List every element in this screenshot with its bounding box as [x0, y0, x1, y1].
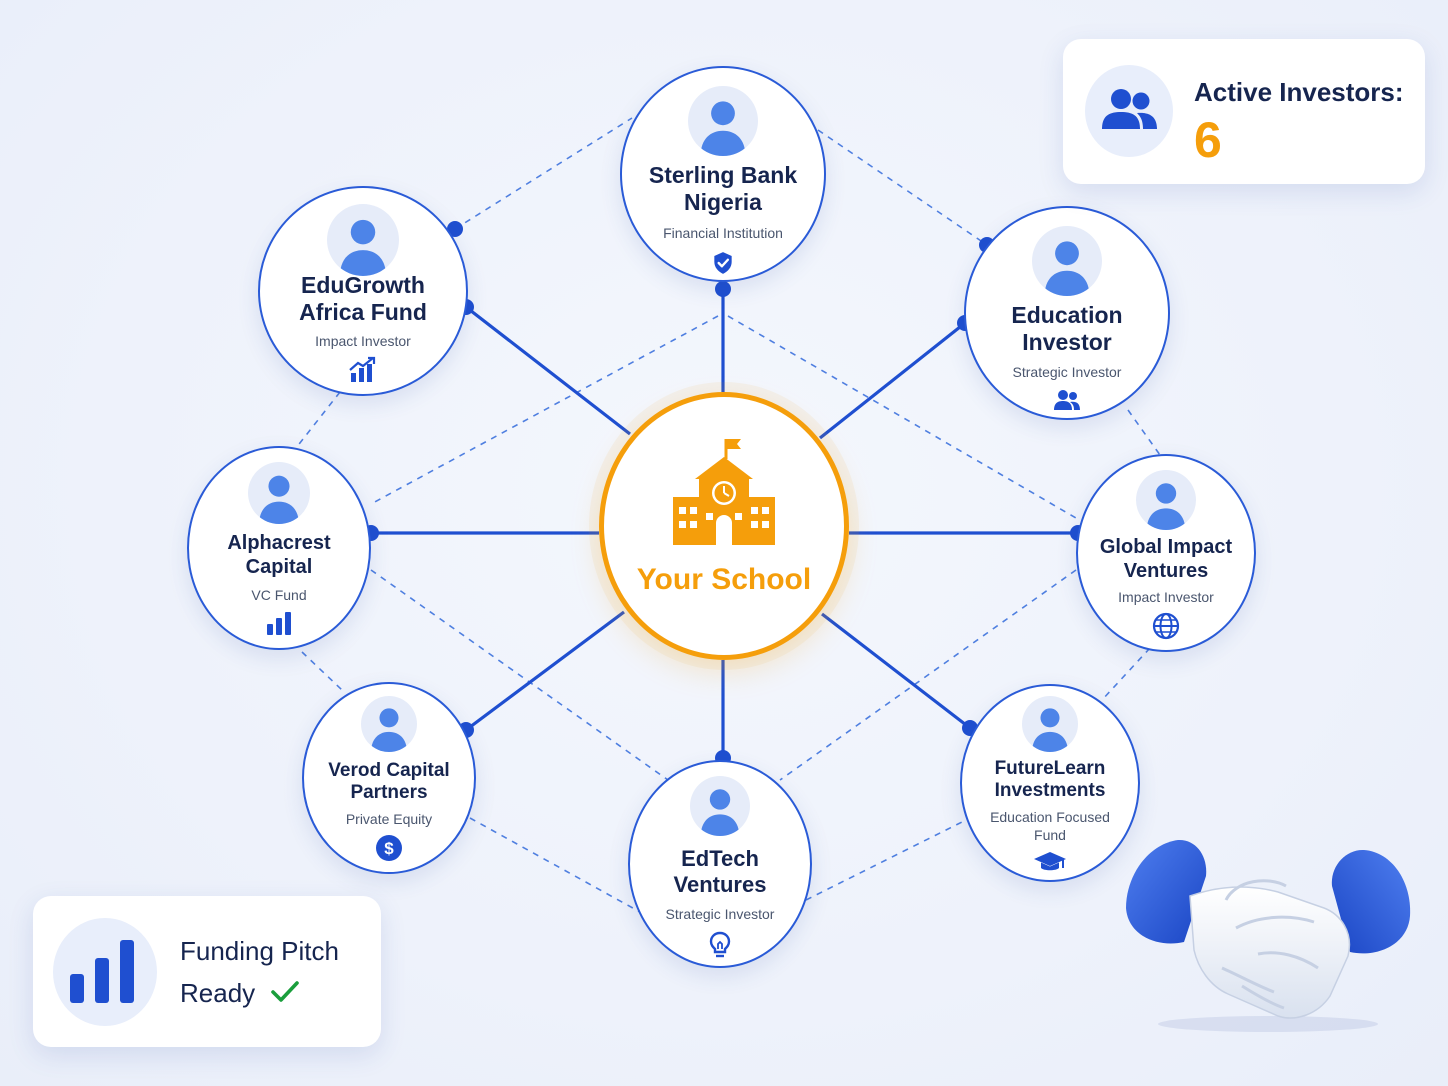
investor-name: FutureLearn [994, 758, 1106, 779]
dashed-connection-line [1127, 409, 1161, 456]
user-avatar-icon [327, 204, 399, 276]
dashed-connection-line [779, 569, 1077, 781]
lightbulb-icon [707, 930, 733, 960]
investor-name: Investments [994, 780, 1106, 802]
investor-name: Alphacrest [227, 532, 331, 554]
pitch-status-line2: Ready [180, 978, 256, 1008]
investor-node-edugrowth-africa-fund[interactable]: EduGrowth Africa Fund Impact Investor [258, 186, 468, 396]
dashed-connection-line [370, 315, 719, 505]
investor-name: Global Impact [1099, 536, 1233, 558]
investor-node-alphacrest-capital[interactable]: Alphacrest Capital VC Fund [187, 446, 371, 650]
active-investors-count: 6 [1194, 112, 1222, 168]
investor-node-education-investor[interactable]: Education Investor Strategic Investor [964, 206, 1170, 420]
svg-text:$: $ [384, 839, 394, 858]
investor-name: Ventures [1123, 559, 1209, 582]
active-investors-title: Active Investors: [1194, 77, 1404, 107]
investor-name: Africa Fund [299, 299, 427, 326]
solid-connection-line [819, 321, 966, 440]
connection-dot [715, 281, 731, 297]
dashed-connection-line [817, 129, 988, 246]
user-avatar-icon [248, 462, 310, 524]
investor-name: Education [1011, 302, 1123, 328]
investor-role: Impact Investor [315, 333, 411, 349]
investor-role: Strategic Investor [1012, 364, 1122, 380]
pitch-status-line1: Funding Pitch [180, 936, 339, 966]
dashed-connection-line [1101, 647, 1151, 701]
investor-name: Capital [245, 555, 313, 578]
your-school-hub[interactable]: Your School [599, 392, 849, 660]
pitch-icon-circle [53, 918, 157, 1026]
investor-role: Financial Institution [663, 225, 783, 241]
school-building-icon [669, 435, 779, 552]
investor-name: Nigeria [684, 189, 762, 216]
growth-chart-icon [348, 356, 378, 384]
investor-role: Impact Investor [1118, 589, 1214, 605]
users-icon [1102, 89, 1157, 129]
investor-role: Private Equity [345, 811, 433, 827]
dashed-connection-line [454, 117, 633, 230]
bar-chart-icon [265, 610, 293, 636]
solid-connection-line [465, 610, 625, 732]
user-avatar-icon [688, 86, 758, 156]
investor-name: Ventures [673, 871, 767, 897]
investors-icon-circle [1085, 65, 1173, 157]
investor-name: Sterling Bank [648, 162, 798, 188]
dollar-icon: $ [375, 834, 403, 862]
investor-node-verod-capital-partners[interactable]: Verod Capital Partners Private Equity $ [302, 682, 476, 874]
investor-role: Fund [1034, 826, 1066, 843]
user-avatar-icon [1032, 226, 1102, 296]
investor-node-futurelearn-investments[interactable]: FutureLearn Investments Education Focuse… [960, 684, 1140, 882]
solid-connection-line [821, 612, 971, 730]
active-investors-card: Active Investors: 6 [1063, 39, 1425, 184]
dashed-connection-line [469, 817, 641, 913]
dashed-connection-line [295, 391, 341, 449]
user-avatar-icon [1022, 696, 1078, 752]
investor-role: Education Focused [990, 809, 1110, 825]
user-avatar-icon [361, 696, 417, 752]
center-label: Your School [636, 563, 812, 596]
bar-chart-icon [70, 940, 134, 1003]
funding-pitch-card: Funding Pitch Ready [33, 896, 381, 1047]
investor-name: Partners [350, 782, 428, 804]
checkmark-icon [271, 981, 300, 1002]
dashed-connection-line [370, 569, 669, 781]
user-avatar-icon [690, 776, 750, 836]
investor-name: EdTech [681, 846, 759, 871]
users-icon [1052, 388, 1082, 412]
shield-check-icon [710, 250, 736, 276]
investor-node-global-impact-ventures[interactable]: Global Impact Ventures Impact Investor [1076, 454, 1256, 652]
investor-role: Strategic Investor [665, 906, 775, 922]
user-avatar-icon [1136, 470, 1196, 530]
investor-name: Verod Capital [328, 760, 450, 781]
dashed-connection-line [301, 651, 343, 691]
dashed-connection-line [805, 817, 971, 901]
investor-name: Investor [1022, 329, 1112, 356]
handshake-illustration [1118, 836, 1418, 1041]
investor-name: EduGrowth [301, 272, 425, 298]
solid-connection-line [465, 305, 631, 436]
graduation-cap-icon [1033, 850, 1067, 874]
investor-node-edtech-ventures[interactable]: EdTech Ventures Strategic Investor [628, 760, 812, 968]
investor-node-sterling-bank[interactable]: Sterling Bank Nigeria Financial Institut… [620, 66, 826, 282]
investor-role: VC Fund [251, 587, 307, 603]
globe-icon [1152, 612, 1180, 640]
